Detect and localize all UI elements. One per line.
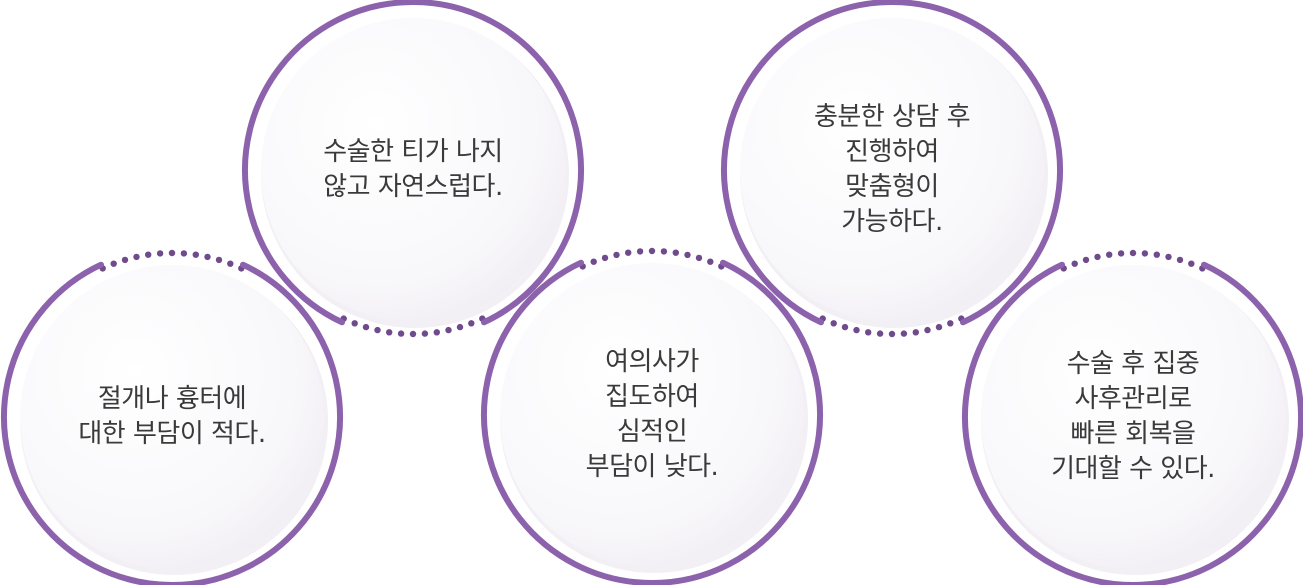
circle-fill-4: [740, 18, 1044, 322]
connector-dot: [601, 254, 609, 262]
connector-dot: [865, 329, 872, 336]
circle-fill-5: [981, 265, 1285, 569]
connector-dot: [830, 320, 837, 327]
connector-dot: [695, 254, 703, 262]
connector-dot: [133, 253, 140, 261]
benefit-5-line-1: 수술 후 집중: [1066, 349, 1200, 379]
benefit-4-line-4: 가능하다.: [841, 207, 943, 237]
circle-fill-3: [500, 263, 804, 567]
connector-dot: [386, 329, 393, 336]
connector-dot: [924, 326, 931, 334]
connector-dot: [180, 250, 188, 257]
connector-dot: [1176, 256, 1184, 264]
connector-dot: [456, 323, 464, 331]
connector-dot: [912, 329, 919, 336]
benefit-4-line-2: 진행하여: [845, 137, 939, 167]
benefit-2-line-1: 수술한 티가 나지: [323, 137, 503, 167]
connector-dot: [409, 330, 417, 338]
connector-dot: [1094, 253, 1101, 261]
connector-dot: [156, 250, 164, 257]
connector-dot: [1071, 260, 1078, 267]
connector-dot: [192, 251, 199, 258]
connector-dots: [99, 247, 1206, 338]
connector-dot: [900, 330, 908, 337]
connector-dot: [227, 260, 234, 267]
benefit-3-line-1: 여의사가: [605, 347, 699, 377]
benefit-text-2: 수술한 티가 나지 않고 자연스럽다.: [323, 135, 503, 205]
connector-dot: [445, 326, 452, 334]
connector-dot: [433, 329, 440, 336]
connector-dot: [853, 326, 860, 334]
connector-dot: [421, 330, 429, 337]
benefit-text-5: 수술 후 집중 사후관리로 빠른 회복을 기대할 수 있다.: [1051, 347, 1215, 487]
connector-dot: [888, 330, 896, 338]
connector-dot: [374, 326, 381, 334]
benefit-5-line-2: 사후관리로: [1074, 384, 1192, 414]
connector-dot: [1188, 260, 1195, 267]
benefit-text-1: 절개나 흉터에 대한 부담이 적다.: [78, 382, 266, 452]
connector-dot: [397, 330, 405, 337]
connector-dot: [1117, 250, 1125, 257]
connector-dot: [947, 320, 954, 327]
connector-dot: [1106, 251, 1113, 258]
circle-ring-2: [242, 0, 584, 326]
connector-dot: [121, 256, 129, 264]
connector-dot: [841, 323, 849, 331]
circle-fill-2: [261, 18, 565, 322]
connector-dot: [351, 320, 358, 327]
connector-dot: [204, 253, 211, 261]
connector-dot: [684, 251, 691, 259]
circle-fill-1: [20, 265, 324, 569]
benefit-3-line-3: 심적인: [616, 417, 688, 447]
benefit-2-line-2: 않고 자연스럽다.: [323, 172, 503, 202]
connector-dot: [1141, 250, 1149, 257]
benefit-text-3: 여의사가 집도하여 심적인 부담이 낮다.: [586, 345, 719, 485]
connector-dot: [1082, 256, 1090, 264]
benefit-5-line-3: 빠른 회복을: [1070, 419, 1196, 449]
connector-dot: [215, 256, 223, 264]
benefit-3-line-2: 집도하여: [605, 382, 699, 412]
connector-dot: [672, 249, 679, 256]
connector-dot: [145, 251, 152, 258]
circle-ring-4: [721, 0, 1063, 326]
benefit-5-line-4: 기대할 수 있다.: [1051, 454, 1215, 484]
connector-dot: [876, 330, 884, 337]
connector-dot: [935, 323, 943, 331]
connector-dot: [110, 260, 117, 267]
connector-dot: [660, 248, 668, 255]
connector-dot: [168, 249, 176, 257]
connector-dot: [648, 247, 656, 255]
connector-dot: [1165, 253, 1172, 261]
connector-dot: [636, 248, 644, 255]
connector-dot: [590, 258, 597, 265]
circle-ring-3: [481, 259, 823, 585]
connector-dot: [362, 323, 370, 331]
connector-dot: [707, 258, 714, 265]
connector-dot: [1129, 249, 1137, 257]
connector-dot: [625, 249, 632, 256]
benefit-3-line-4: 부담이 낮다.: [585, 452, 719, 482]
connector-dot: [468, 320, 475, 327]
benefit-1-line-2: 대한 부담이 적다.: [78, 419, 266, 449]
benefit-4-line-3: 맞춤형이: [845, 172, 939, 202]
benefit-4-line-1: 충분한 상담 후: [813, 102, 971, 132]
benefit-1-line-1: 절개나 흉터에: [97, 384, 247, 414]
connector-dot: [613, 251, 620, 259]
connector-dot: [1153, 251, 1161, 258]
benefit-text-4: 충분한 상담 후 진행하여 맞춤형이 가능하다.: [813, 100, 971, 240]
